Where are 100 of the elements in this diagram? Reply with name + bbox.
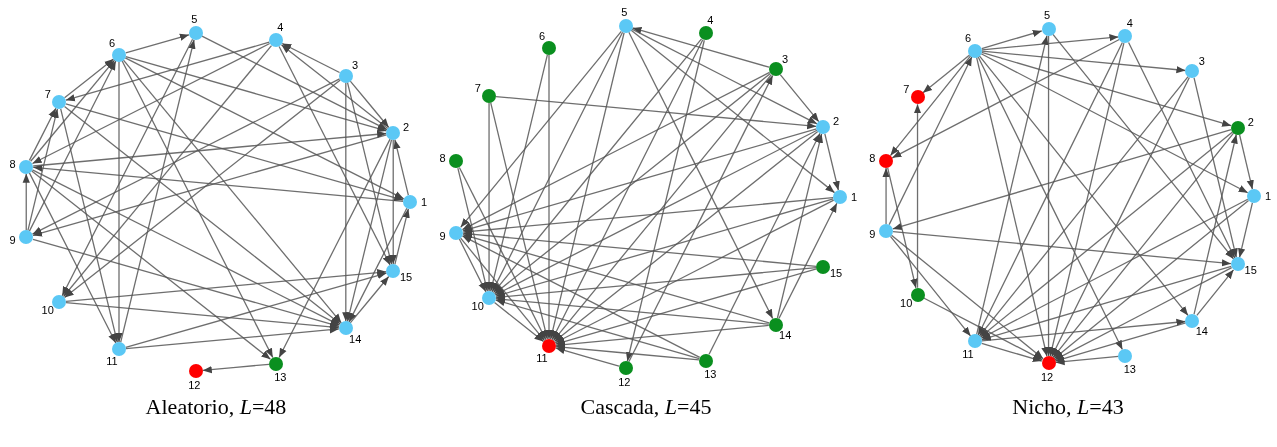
arrow [1054, 266, 1233, 361]
arrow [631, 26, 770, 68]
node-number: 1 [850, 191, 858, 203]
arrow [923, 297, 1043, 361]
arrow [549, 32, 625, 340]
node-number: 15 [1244, 264, 1257, 276]
arrow [201, 35, 388, 131]
node-number: 8 [9, 158, 16, 170]
node-number: 6 [538, 30, 546, 42]
arrow [628, 74, 774, 363]
arrow [1238, 202, 1254, 259]
node-number: 4 [277, 21, 284, 33]
arrow [555, 343, 700, 361]
arrow [462, 230, 817, 267]
arrow [458, 238, 487, 293]
arrow [922, 54, 971, 94]
arrow [65, 41, 270, 102]
arrow [63, 105, 341, 325]
arrow [460, 30, 622, 228]
arrow [120, 39, 196, 344]
arrow [62, 45, 273, 298]
arrow [60, 108, 119, 344]
caption: Cascada, L=45 [580, 396, 712, 418]
arrow [913, 103, 922, 289]
arrow [393, 139, 409, 196]
arrow [280, 44, 389, 130]
node-number: 3 [352, 59, 359, 71]
arrow [489, 54, 548, 292]
arrow [1238, 133, 1254, 190]
arrow [32, 134, 388, 237]
arrow [281, 42, 341, 74]
arrow [493, 301, 545, 343]
arrow [31, 78, 341, 235]
node-number: 11 [536, 352, 548, 364]
node-number: 6 [108, 37, 116, 49]
node-number: 2 [832, 115, 840, 127]
arrow [28, 107, 57, 162]
arrow [65, 103, 404, 202]
arrow [708, 132, 821, 355]
node-number: 9 [439, 230, 446, 242]
node-number: 15 [829, 267, 843, 279]
arrow [555, 268, 818, 345]
node-number: 7 [903, 83, 910, 95]
node-number: 10 [471, 300, 484, 312]
arrow [490, 102, 549, 340]
arrow [981, 34, 1120, 51]
arrow [824, 133, 840, 191]
caption: Aleatorio, L=48 [145, 396, 287, 418]
arrow [495, 299, 700, 360]
node-number: 12 [618, 376, 631, 388]
arrow [124, 57, 405, 200]
arrow [1196, 269, 1235, 317]
arrow [1052, 132, 1235, 359]
arrow [778, 202, 838, 320]
node-number: 11 [106, 355, 118, 367]
arrow [31, 170, 272, 360]
arrow [891, 38, 1120, 159]
arrow [1053, 199, 1250, 360]
arrow [202, 363, 270, 374]
arrow [348, 207, 408, 323]
arrow [125, 56, 388, 132]
arrow [115, 61, 123, 343]
arrow [32, 238, 340, 328]
node-number: 4 [1126, 17, 1133, 29]
arrow [485, 102, 493, 292]
arrow [495, 95, 817, 130]
node-number: 9 [9, 234, 16, 246]
arrow [65, 301, 340, 331]
arrow [30, 59, 116, 162]
node-number: 14 [349, 333, 362, 345]
node-number: 5 [621, 6, 628, 18]
arrow [121, 60, 274, 359]
node-number: 3 [782, 53, 789, 65]
node-number: 2 [1247, 116, 1254, 128]
arrow [889, 55, 972, 157]
arrow [892, 129, 1232, 230]
node-number: 10 [41, 304, 54, 316]
arrow [554, 199, 835, 344]
arrow [495, 198, 834, 298]
node-number: 10 [900, 297, 913, 309]
arrow [555, 324, 770, 349]
arrow [461, 235, 701, 359]
node-number: 7 [44, 88, 51, 100]
arrow [346, 139, 393, 323]
node-number: 8 [869, 152, 876, 164]
arrow [31, 42, 271, 165]
arrow [551, 39, 704, 341]
arrow [625, 39, 705, 362]
arrow [1127, 41, 1236, 259]
arrow [1051, 76, 1190, 358]
arrow [495, 295, 770, 325]
node-number: 12 [1040, 371, 1054, 383]
arrow [981, 51, 1232, 127]
node-number: 4 [707, 14, 714, 26]
arrow [125, 326, 340, 350]
arrow [628, 31, 774, 320]
arrow [63, 79, 341, 299]
arrow [462, 197, 834, 235]
node-number: 1 [1264, 190, 1272, 202]
arrow [981, 29, 1043, 50]
